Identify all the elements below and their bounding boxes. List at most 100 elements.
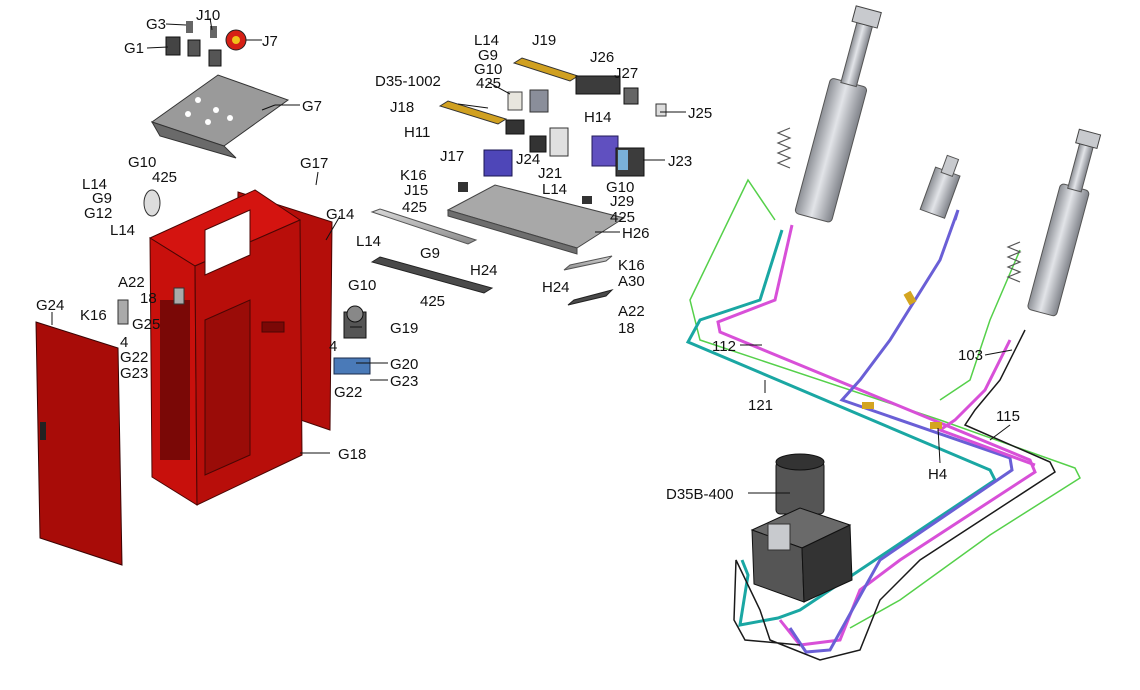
label-J26: J26 bbox=[590, 49, 614, 66]
hydraulic-system bbox=[685, 5, 1102, 661]
label-J18: J18 bbox=[390, 99, 414, 116]
label-G17: G17 bbox=[300, 155, 328, 172]
label-G10: G10 bbox=[474, 61, 502, 78]
label-G19: G19 bbox=[390, 320, 418, 337]
cylinder-rod bbox=[1067, 141, 1095, 193]
label-L14: L14 bbox=[82, 176, 107, 193]
label-425: 425 bbox=[152, 169, 177, 186]
label-G22: G22 bbox=[120, 349, 148, 366]
label-G3: G3 bbox=[146, 16, 166, 33]
block-j27-icon bbox=[623, 87, 639, 105]
switch-parts bbox=[143, 21, 290, 217]
screw-j10-icon bbox=[210, 26, 217, 38]
contactor-h14-icon bbox=[591, 135, 619, 167]
hose-magenta-103 bbox=[936, 339, 1036, 467]
label-G10: G10 bbox=[348, 277, 376, 294]
label-J21: J21 bbox=[538, 165, 562, 182]
label-H24: H24 bbox=[470, 262, 498, 279]
label-G10: G10 bbox=[606, 179, 634, 196]
switch-icon bbox=[208, 49, 222, 67]
cabinet-slot bbox=[261, 321, 285, 333]
control-panel-edge bbox=[150, 121, 237, 159]
cabinet-assembly bbox=[35, 189, 333, 566]
panel-hole-icon bbox=[185, 111, 191, 117]
cabinet-opening bbox=[160, 300, 190, 460]
label-G18: G18 bbox=[338, 446, 366, 463]
label-112: 112 bbox=[712, 338, 736, 355]
label-G10: G10 bbox=[128, 154, 156, 171]
label-115: 115 bbox=[996, 408, 1020, 425]
emergency-stop-ring-icon bbox=[232, 36, 240, 44]
label-K16: K16 bbox=[400, 167, 427, 184]
leader-lines bbox=[51, 17, 1013, 494]
label-K16: K16 bbox=[80, 307, 107, 324]
label-H11: H11 bbox=[404, 124, 430, 141]
terminal-block-j26-icon bbox=[575, 75, 621, 95]
bracket-icon bbox=[173, 287, 185, 305]
label-J15: J15 bbox=[404, 182, 428, 199]
panel-hole-icon bbox=[227, 115, 233, 121]
screw-g3-icon bbox=[186, 21, 193, 33]
label-H4: H4 bbox=[928, 466, 947, 483]
hose-fitting-icon bbox=[930, 422, 942, 429]
switch-g1-icon bbox=[165, 36, 181, 56]
relay-j19-icon bbox=[529, 89, 549, 113]
cylinder-body bbox=[1027, 183, 1090, 317]
label-425: 425 bbox=[402, 199, 427, 216]
label-G23: G23 bbox=[390, 373, 418, 390]
hydraulic-cylinder-small bbox=[1027, 128, 1102, 317]
spring-left-icon bbox=[776, 127, 792, 169]
label-4: 4 bbox=[329, 338, 337, 355]
label-G1: G1 bbox=[124, 40, 144, 57]
panel-hole-icon bbox=[205, 119, 211, 125]
label-L14: L14 bbox=[474, 32, 499, 49]
breaker-j24-icon bbox=[529, 135, 547, 153]
hose-black-115 bbox=[733, 329, 1056, 661]
label-G12: G12 bbox=[84, 205, 112, 222]
label-H24: H24 bbox=[542, 279, 570, 296]
tank-side bbox=[801, 524, 853, 603]
terminal-j29-icon bbox=[582, 196, 592, 204]
label-G9: G9 bbox=[420, 245, 440, 262]
cylinder-rod bbox=[940, 154, 960, 178]
label-G9: G9 bbox=[478, 47, 498, 64]
label-4: 4 bbox=[120, 334, 128, 351]
label-J10: J10 bbox=[196, 7, 220, 24]
relay-d35-1002-icon bbox=[507, 91, 523, 111]
electrical-assembly bbox=[370, 57, 667, 306]
label-425: 425 bbox=[420, 293, 445, 310]
label-G24: G24 bbox=[36, 297, 64, 314]
label-J24: J24 bbox=[516, 151, 540, 168]
din-rail-j19 bbox=[512, 57, 580, 82]
label-D35B-400: D35B-400 bbox=[666, 486, 734, 503]
label-J29: J29 bbox=[610, 193, 634, 210]
hydraulic-cylinder-large bbox=[794, 5, 882, 223]
rail-bar bbox=[563, 255, 613, 271]
label-425: 425 bbox=[476, 75, 501, 92]
label-18: 18 bbox=[140, 290, 157, 307]
din-rail-j18 bbox=[438, 100, 508, 125]
hose-fitting-icon bbox=[903, 290, 917, 306]
label-G9: G9 bbox=[92, 190, 112, 207]
hydraulic-cylinder-mini bbox=[919, 154, 961, 219]
cabinet-inner-opening bbox=[204, 299, 251, 476]
connector-j25-icon bbox=[655, 103, 667, 117]
cylinder-body bbox=[919, 166, 961, 219]
label-A22: A22 bbox=[618, 303, 645, 320]
label-J27: J27 bbox=[614, 65, 638, 82]
label-A22: A22 bbox=[118, 274, 145, 291]
cylinder-cap bbox=[1075, 128, 1102, 150]
label-J7: J7 bbox=[262, 33, 278, 50]
label-D35-1002: D35-1002 bbox=[375, 73, 441, 90]
label-J17: J17 bbox=[440, 148, 464, 165]
label-H14: H14 bbox=[584, 109, 612, 126]
transformer-j17-icon bbox=[483, 149, 513, 177]
label-G25: G25 bbox=[132, 316, 160, 333]
mounting-plate-edge bbox=[447, 209, 578, 255]
hose-green-short bbox=[939, 249, 1021, 401]
label-G22: G22 bbox=[334, 384, 362, 401]
breaker-j21-icon bbox=[549, 127, 569, 157]
bracket-g12-icon bbox=[143, 189, 161, 217]
part-labels: G1 G3 J10 J7 G7 G10 L14 425 G9 G12 L14 G… bbox=[36, 7, 1020, 503]
